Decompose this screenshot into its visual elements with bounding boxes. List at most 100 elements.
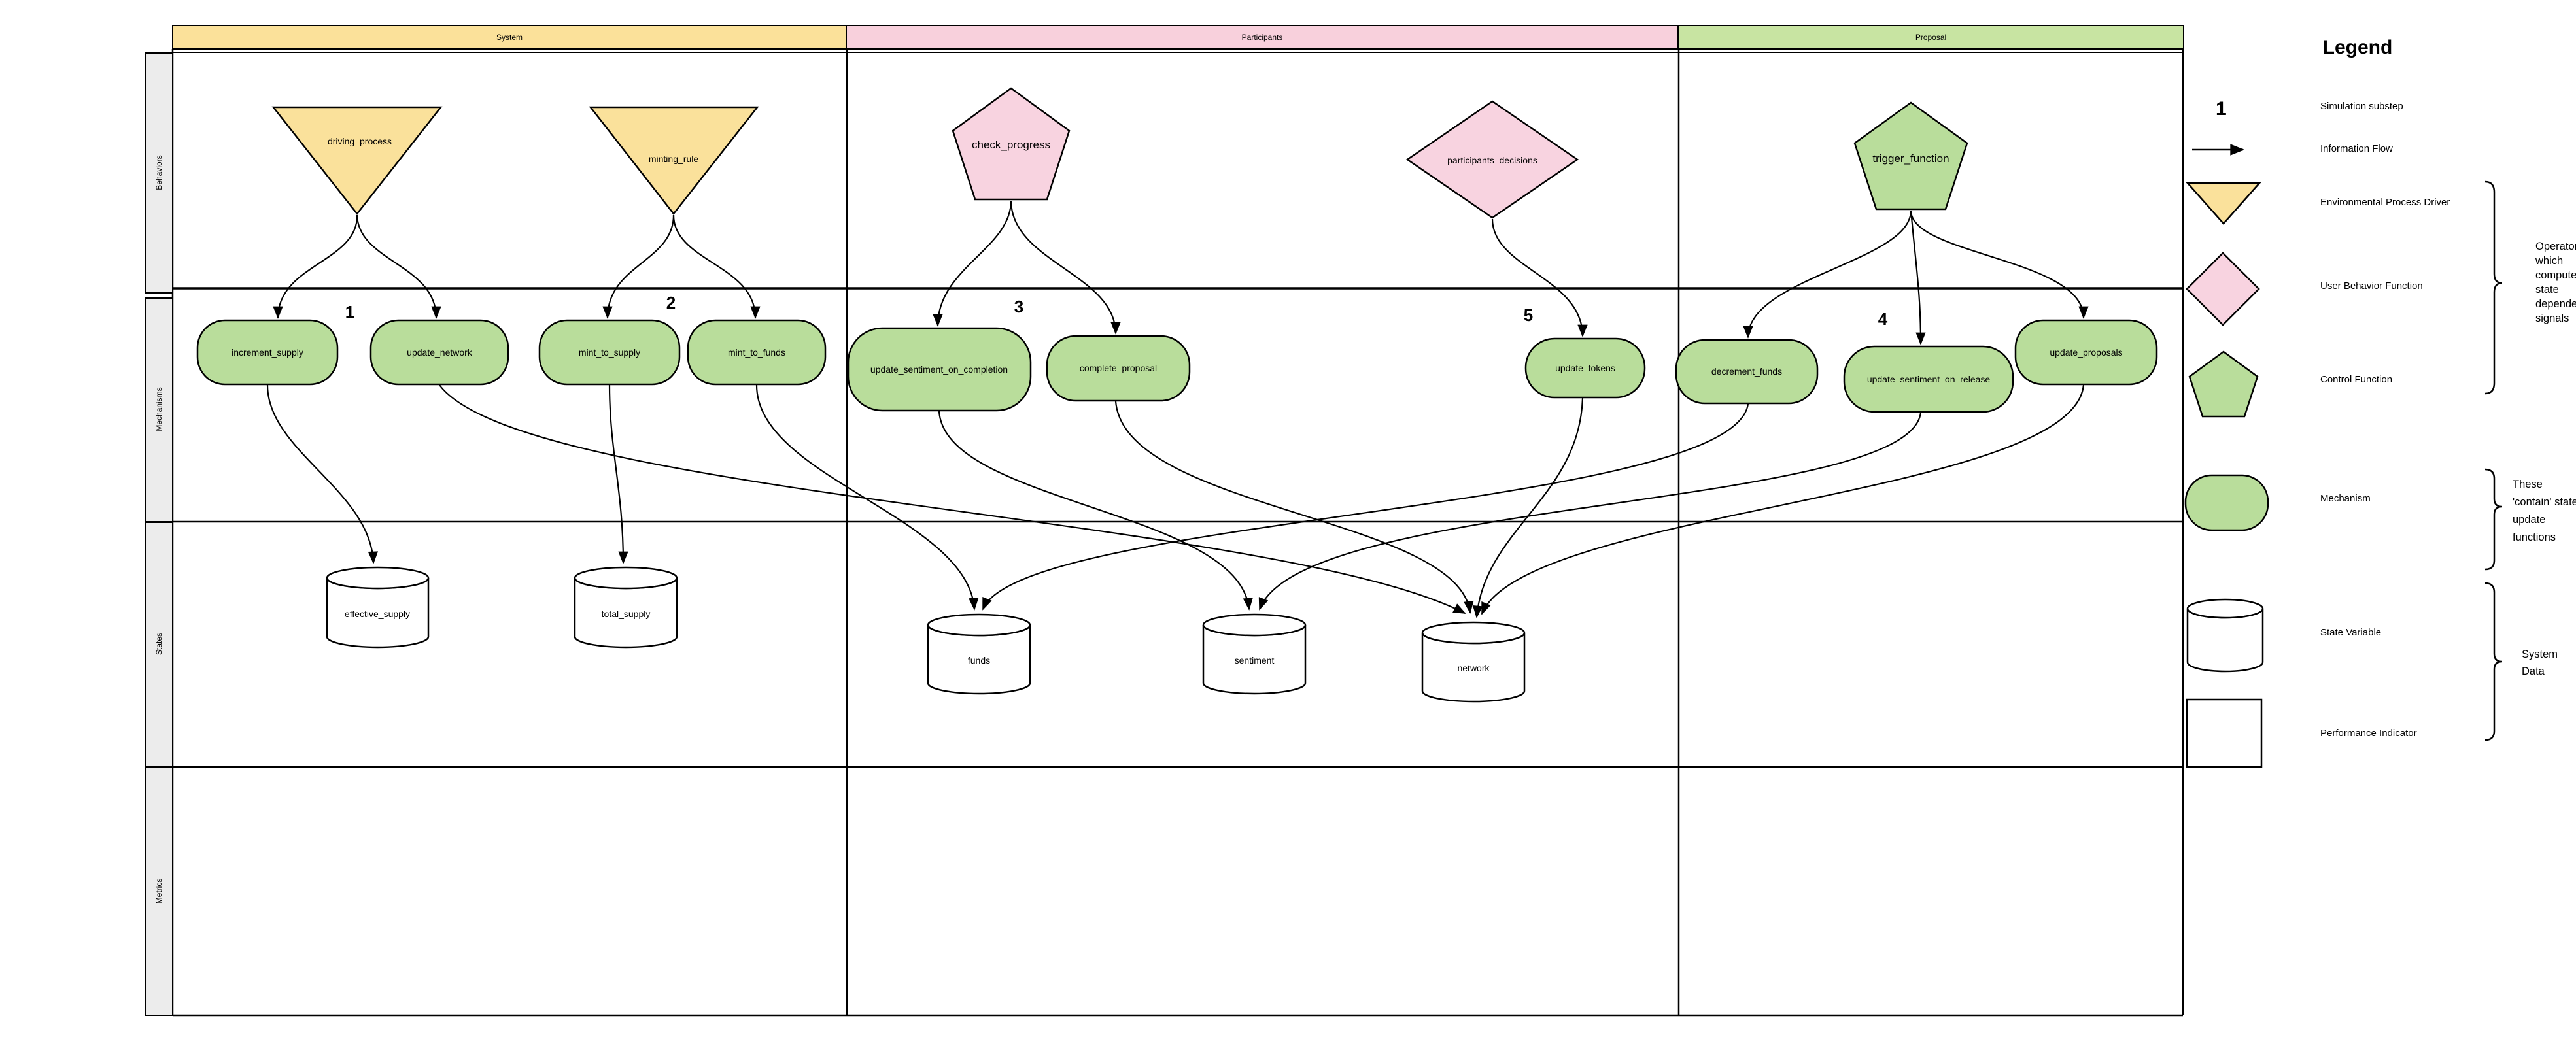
update-network-label: update_network	[407, 347, 473, 358]
flow-check-progress-complete-proposal	[1010, 200, 1121, 335]
total-supply-label: total_supply	[602, 609, 651, 619]
legend-note-mechanism: These 'contain' state update functions	[2513, 479, 2576, 543]
row-cell-behaviors	[145, 52, 173, 294]
flow-usor-sentiment	[1258, 412, 1922, 611]
substep-2: 2	[666, 293, 676, 312]
state-labels: effective_supply total_supply funds sent…	[345, 609, 1490, 673]
flow-trigger-function-update-proposals	[1910, 210, 2089, 319]
mechanism-note-brace	[2484, 468, 2503, 571]
simulation-substep-number-icon: 1	[2216, 98, 2227, 120]
effective-supply-label: effective_supply	[345, 609, 410, 619]
flow-update-network-network	[439, 384, 1466, 614]
increment-supply-node	[196, 319, 339, 386]
state-variable-icon	[2186, 598, 2264, 673]
flow-mint-to-supply-total-supply	[608, 384, 628, 564]
update-sentiment-on-completion-label: update_sentiment_on_completion	[870, 364, 1008, 375]
flow-driving-process-update-network	[356, 214, 441, 319]
flow-update-tokens-network	[1472, 397, 1584, 618]
update-tokens-label: update_tokens	[1555, 363, 1615, 373]
column-header-system-label: System	[496, 33, 523, 42]
update-network-node	[369, 319, 509, 386]
information-flow-arrows	[266, 200, 2089, 618]
update-sentiment-on-completion-node	[847, 327, 1032, 412]
flow-mint-to-funds-funds	[755, 384, 979, 611]
mint-to-supply-label: mint_to_supply	[579, 347, 640, 358]
column-header-proposal: Proposal	[1677, 25, 2184, 50]
update-sentiment-on-release-label: update_sentiment_on_release	[1867, 374, 1991, 384]
flow-trigger-function-usor	[1910, 210, 1926, 345]
minting-rule-label: minting_rule	[649, 154, 698, 164]
flow-increment-supply-effective-supply	[266, 384, 379, 564]
legend-label-state-variable: State Variable	[2320, 627, 2382, 638]
trigger-function-node	[1853, 101, 1968, 211]
sentiment-node	[1202, 613, 1307, 695]
column-header-participants-label: Participants	[1241, 33, 1283, 42]
update-proposals-node	[2014, 319, 2158, 386]
decrement-funds-label: decrement_funds	[1711, 366, 1782, 377]
driving-process-node	[271, 106, 443, 216]
driving-process-label: driving_process	[328, 136, 392, 146]
mechanism-icon	[2184, 474, 2269, 531]
flow-participants-decisions-update-tokens	[1491, 218, 1588, 337]
behavior-nodes	[271, 87, 1968, 219]
participants-decisions-label: participants_decisions	[1447, 155, 1537, 165]
substep-numbers: 1 2 3 5 4	[345, 293, 1888, 329]
state-nodes	[326, 566, 1526, 703]
flow-trigger-function-decrement-funds	[1743, 210, 1912, 339]
trigger-function-label: trigger_function	[1872, 152, 1949, 165]
row-label-states: States	[154, 632, 163, 656]
flow-decrement-funds-funds	[982, 403, 1749, 611]
update-proposals-label: update_proposals	[2050, 347, 2122, 358]
substep-5: 5	[1524, 305, 1533, 325]
performance-indicator-icon	[2186, 698, 2263, 768]
flow-check-progress-usoc	[933, 200, 1012, 327]
table-grid	[171, 49, 2184, 1017]
legend-label-simulation-substep: Simulation substep	[2320, 101, 2403, 112]
substep-1: 1	[345, 302, 354, 322]
legend-symbols	[2184, 144, 2503, 768]
flow-driving-process-increment-supply	[273, 214, 358, 319]
effective-supply-node	[326, 566, 430, 649]
legend-note-system-data: System Data	[2522, 649, 2558, 677]
increment-supply-label: increment_supply	[232, 347, 303, 358]
flow-minting-rule-mint-to-supply	[602, 214, 675, 319]
update-tokens-node	[1524, 337, 1646, 399]
legend-label-control-function: Control Function	[2320, 374, 2393, 385]
check-progress-label: check_progress	[972, 139, 1050, 151]
complete-proposal-label: complete_proposal	[1080, 363, 1157, 373]
complete-proposal-node	[1046, 335, 1191, 402]
minting-rule-node	[589, 106, 759, 216]
mint-to-funds-node	[687, 319, 827, 386]
funds-label: funds	[968, 655, 990, 666]
mint-to-funds-label: mint_to_funds	[728, 347, 785, 358]
row-label-mechanisms: Mechanisms	[154, 387, 163, 431]
legend-label-mechanism: Mechanism	[2320, 493, 2371, 504]
behavior-labels: driving_process minting_rule check_progr…	[328, 136, 1949, 165]
substep-4: 4	[1878, 309, 1888, 329]
update-sentiment-on-release-node	[1843, 345, 2014, 413]
column-header-system: System	[172, 25, 847, 50]
legend-label-user-behavior-function: User Behavior Function	[2320, 280, 2423, 292]
total-supply-node	[574, 566, 678, 649]
column-header-participants: Participants	[846, 25, 1679, 50]
system-data-brace	[2484, 582, 2503, 741]
user-behavior-function-icon	[2186, 252, 2260, 326]
participants-decisions-node	[1405, 100, 1579, 219]
substep-3: 3	[1014, 297, 1023, 316]
sentiment-label: sentiment	[1235, 655, 1275, 666]
mint-to-supply-node	[538, 319, 681, 386]
legend-label-information-flow: Information Flow	[2320, 143, 2393, 154]
check-progress-node	[952, 87, 1071, 201]
row-cell-mechanisms	[145, 297, 173, 522]
network-node	[1421, 621, 1526, 703]
network-label: network	[1457, 663, 1490, 673]
flow-usoc-sentiment	[938, 411, 1253, 611]
row-label-metrics: Metrics	[154, 878, 163, 904]
legend-label-performance-indicator: Performance Indicator	[2320, 728, 2417, 739]
legend-note-operators: Operators which compute state dependent …	[2535, 241, 2576, 324]
flow-minting-rule-mint-to-funds	[672, 214, 761, 319]
column-header-proposal-label: Proposal	[1915, 33, 1947, 42]
control-function-icon	[2188, 350, 2259, 418]
environmental-process-driver-icon	[2186, 182, 2261, 225]
